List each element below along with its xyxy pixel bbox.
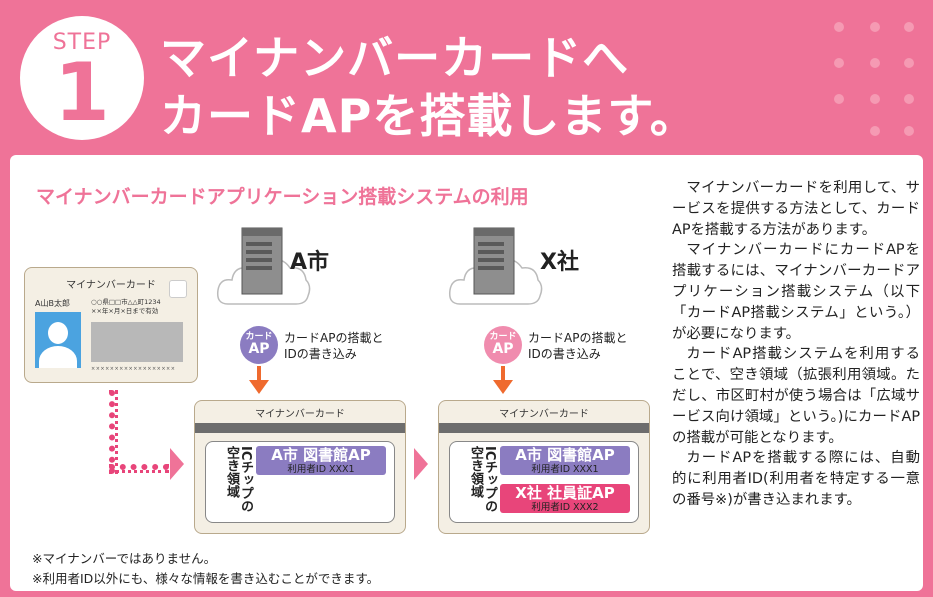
card-expiry-line: ××年×月×日まで有効 xyxy=(91,307,159,315)
app-name: A市 図書館AP xyxy=(271,446,371,464)
title-line-2: カードAPを搭載します。 xyxy=(160,89,697,143)
card-ap-badge-icon: カード AP xyxy=(484,326,522,364)
server-label-x-company: X社 xyxy=(540,250,579,275)
dotted-connector-horizontal xyxy=(109,464,169,473)
card-address: ○○県□□市△△町1234 ××年×月×日まで有効 xyxy=(91,298,161,316)
my-number-card: マイナンバーカード A山B太郎 ○○県□□市△△町1234 ××年×月×日まで有… xyxy=(24,267,198,383)
ic-chip-label: ICチップの空き領域 xyxy=(224,446,253,513)
decorative-dots xyxy=(830,22,920,142)
app-user-id: 利用者ID XXX1 xyxy=(287,464,355,475)
step-badge: STEP 1 xyxy=(20,16,144,140)
write-description: カードAPの搭載と IDの書き込み xyxy=(528,330,627,362)
write-description: カードAPの搭載と IDの書き込み xyxy=(284,330,383,362)
description-paragraph: カードAPを搭載する際には、自動的に利用者ID(利用者を特定する一意の番号※)が… xyxy=(672,450,920,508)
badge-line-1: カード xyxy=(489,332,517,342)
dotted-connector-vertical xyxy=(109,390,118,474)
description-paragraph: マイナンバーカードを利用して、サービスを提供する方法として、カードAPを搭載する… xyxy=(672,180,920,238)
write-line-1: カードAPの搭載と xyxy=(528,331,628,345)
ic-chip-label: ICチップの空き領域 xyxy=(468,446,497,513)
footnote: ※利用者ID以外にも、様々な情報を書き込むことができます。 xyxy=(32,571,380,586)
card-holder-name: A山B太郎 xyxy=(35,299,70,308)
card-chip-icon xyxy=(169,280,187,298)
ic-chip-area: ICチップの空き領域 A市 図書館AP 利用者ID XXX1 X社 社員証AP … xyxy=(449,441,639,523)
card-info-block xyxy=(91,322,183,362)
card-app-library: A市 図書館AP 利用者ID XXX1 xyxy=(500,446,630,475)
server-cloud-icon xyxy=(448,227,543,305)
diagram-subtitle: マイナンバーカードアプリケーション搭載システムの利用 xyxy=(36,186,529,208)
write-line-1: カードAPの搭載と xyxy=(284,331,384,345)
my-number-card-right: マイナンバーカード ICチップの空き領域 A市 図書館AP 利用者ID XXX1… xyxy=(438,400,650,534)
badge-line-1: カード xyxy=(245,332,273,342)
card-ap-badge-icon: カード AP xyxy=(240,326,278,364)
write-line-2: IDの書き込み xyxy=(528,347,601,361)
badge-line-2: AP xyxy=(248,341,270,357)
app-user-id: 利用者ID XXX2 xyxy=(531,502,599,513)
step-label: STEP xyxy=(52,30,112,55)
app-name: X社 社員証AP xyxy=(515,484,615,502)
step-number: 1 xyxy=(54,46,110,139)
my-number-card-left: マイナンバーカード ICチップの空き領域 A市 図書館AP 利用者ID XXX1 xyxy=(194,400,406,534)
card-title: マイナンバーカード xyxy=(255,409,345,420)
card-number-mask: ×××××××××××××××××× xyxy=(91,366,176,372)
description-paragraph: マイナンバーカードにカードAPを搭載するには、マイナンバーカードアプリケーション… xyxy=(672,242,920,342)
card-title: マイナンバーカード xyxy=(499,409,589,420)
arrow-between-cards-icon xyxy=(414,448,428,480)
arrow-to-left-card-icon xyxy=(170,448,184,480)
ic-chip-area: ICチップの空き領域 A市 図書館AP 利用者ID XXX1 xyxy=(205,441,395,523)
app-user-id: 利用者ID XXX1 xyxy=(531,464,599,475)
server-cloud-icon xyxy=(216,227,311,305)
card-app-library: A市 図書館AP 利用者ID XXX1 xyxy=(256,446,386,475)
server-label-a-city: A市 xyxy=(290,250,330,275)
person-photo-icon xyxy=(35,312,81,368)
description-text: マイナンバーカードを利用して、サービスを提供する方法として、カードAPを搭載する… xyxy=(672,178,920,511)
write-line-2: IDの書き込み xyxy=(284,347,357,361)
description-paragraph: カードAP搭載システムを利用することで、空き領域（拡張利用領域。ただし、市区町村… xyxy=(672,346,920,446)
arrow-down-icon xyxy=(249,380,269,394)
arrow-down-shaft xyxy=(501,366,505,382)
app-name: A市 図書館AP xyxy=(515,446,615,464)
card-app-employee-id: X社 社員証AP 利用者ID XXX2 xyxy=(500,484,630,513)
arrow-down-shaft xyxy=(257,366,261,382)
arrow-down-icon xyxy=(493,380,513,394)
card-address-line: ○○県□□市△△町1234 xyxy=(91,298,161,306)
footnote: ※マイナンバーではありません。 xyxy=(32,551,217,566)
card-title: マイナンバーカード xyxy=(66,280,156,291)
title-line-1: マイナンバーカードへ xyxy=(160,31,630,85)
badge-line-2: AP xyxy=(492,341,514,357)
